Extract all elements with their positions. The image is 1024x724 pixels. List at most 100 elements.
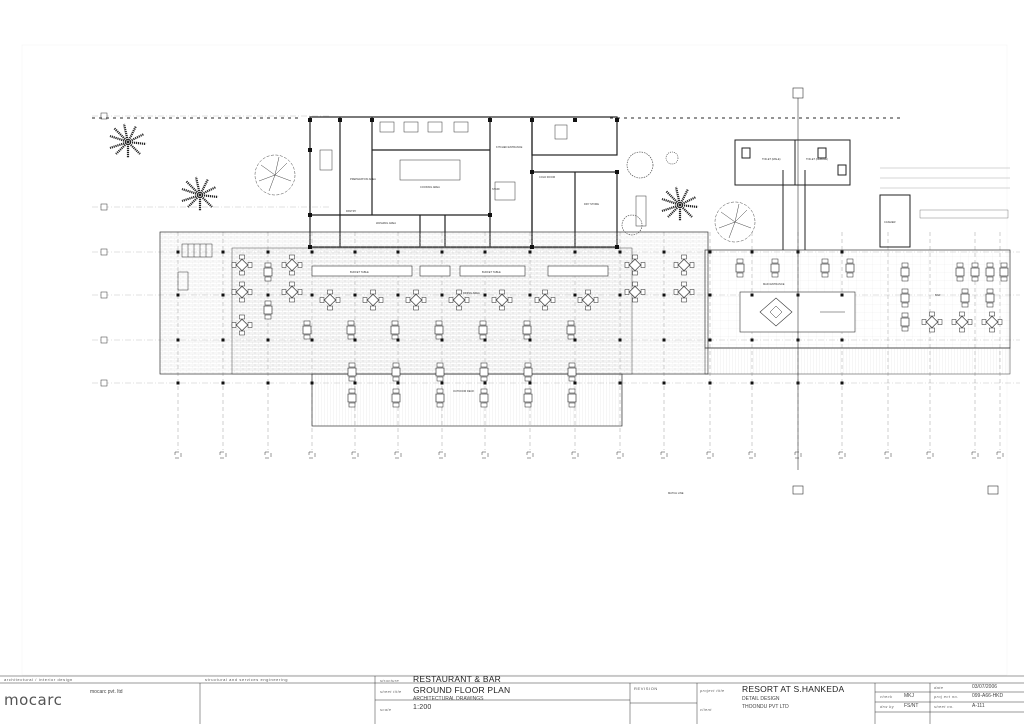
table-two-seat (522, 320, 532, 340)
structural-column (440, 381, 444, 385)
structural-column (750, 381, 754, 385)
structural-column (750, 250, 754, 254)
table-two-seat (478, 320, 488, 340)
grid-column-marker (481, 451, 489, 459)
structural-column (618, 250, 622, 254)
sheet-subtitle: ARCHITECTURAL DRAWINGS (413, 696, 484, 702)
structural-column (221, 293, 225, 297)
structural-column (483, 250, 487, 254)
table-two-seat (845, 258, 855, 278)
date-label: date (934, 685, 944, 690)
structural-column (308, 213, 312, 217)
structural-column (266, 250, 270, 254)
firm-name: mocarc pvt. ltd (90, 689, 123, 695)
structural-column (221, 381, 225, 385)
toilet-block (734, 139, 911, 250)
structural-column (483, 381, 487, 385)
table-two-seat (770, 258, 780, 278)
structural-column (396, 338, 400, 342)
grid-column-marker (571, 451, 579, 459)
grid-column-marker (884, 451, 892, 459)
structural-column (840, 338, 844, 342)
structural-column (176, 381, 180, 385)
check-value: MKJ (904, 693, 914, 699)
structure-value: RESTAURANT & BAR (413, 674, 501, 684)
structural-column (221, 250, 225, 254)
structural-column (353, 338, 357, 342)
landscape (108, 122, 756, 243)
structural-column (483, 338, 487, 342)
table-two-seat (985, 288, 995, 308)
structural-column (488, 118, 492, 122)
structural-column (573, 118, 577, 122)
structural-column (840, 250, 844, 254)
label-dry-store: DRY STORE (584, 202, 599, 206)
structural-column (573, 250, 577, 254)
structural-column (573, 381, 577, 385)
label-outdoor-deck: OUTDOOR DECK (453, 389, 474, 393)
grid-column-marker (971, 451, 979, 459)
revision-label: REVISION (634, 686, 658, 691)
structural-column (353, 293, 357, 297)
sheet-no-value: A-111 (972, 703, 985, 709)
project-stage: DETAIL DESIGN (742, 696, 780, 702)
firm-tagline-engineering: structural and services engineering (205, 677, 289, 682)
firm-tagline-design: architectural / interior design (4, 677, 73, 682)
structural-column (176, 338, 180, 342)
label-staff: STAFF (492, 187, 500, 191)
label-toilet-f: TOILET (FEMALE) (806, 157, 828, 161)
label-main-entrance: MAIN ENTRANCE (763, 282, 785, 286)
grid-row-markers (100, 112, 108, 387)
scale-value: 1:200 (413, 704, 432, 711)
table-two-seat (970, 262, 980, 282)
structural-column (530, 245, 534, 249)
grid-column-marker (748, 451, 756, 459)
label-match-line: MATCH LINE (668, 491, 684, 495)
date-value: 03/07/2006 (972, 684, 998, 690)
grid-column-marker (264, 451, 272, 459)
table-two-seat (523, 362, 533, 382)
grid-column-marker (926, 451, 934, 459)
structural-column (308, 118, 312, 122)
structural-column (440, 293, 444, 297)
label-bar: BAR (935, 293, 940, 297)
scale-label: scale (380, 707, 392, 712)
structural-column (618, 338, 622, 342)
structural-column (530, 170, 534, 174)
structural-column (370, 118, 374, 122)
structural-column (396, 250, 400, 254)
table-two-seat (900, 262, 910, 282)
grid-column-marker (660, 451, 668, 459)
structural-column (708, 338, 712, 342)
structural-column (708, 381, 712, 385)
structural-column (488, 213, 492, 217)
structural-column (662, 293, 666, 297)
structural-column (573, 293, 577, 297)
table-two-seat (263, 262, 273, 282)
structural-column (310, 250, 314, 254)
structural-column (662, 338, 666, 342)
project-no-value: 099-A66-HKD (972, 693, 1004, 699)
label-wash: WASHING AREA (376, 221, 396, 225)
structural-column (310, 338, 314, 342)
client-label: client (700, 707, 712, 712)
grid-column-marker (526, 451, 534, 459)
table-two-seat (347, 362, 357, 382)
grid-column-marker (996, 451, 1004, 459)
grid-column-marker (308, 451, 316, 459)
grid-column-marker (706, 451, 714, 459)
label-prep: PREPARATION AREA (350, 177, 376, 181)
table-two-seat (346, 320, 356, 340)
structural-column (840, 293, 844, 297)
structural-column (353, 381, 357, 385)
structural-column (662, 381, 666, 385)
label-kitchen-entrance: KITCHEN ENTRANCE (496, 145, 523, 149)
table-two-seat (479, 388, 489, 408)
firm-logo: mocarc (4, 691, 63, 709)
table-two-seat (566, 320, 576, 340)
project-title-label: project title (700, 688, 725, 693)
label-buffet-1: BUFFET TABLE (350, 270, 369, 274)
table-two-seat (391, 362, 401, 382)
structural-column (310, 381, 314, 385)
